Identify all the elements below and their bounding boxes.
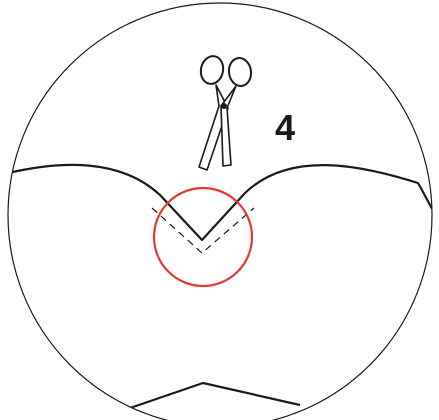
step-number: 4: [275, 107, 295, 148]
